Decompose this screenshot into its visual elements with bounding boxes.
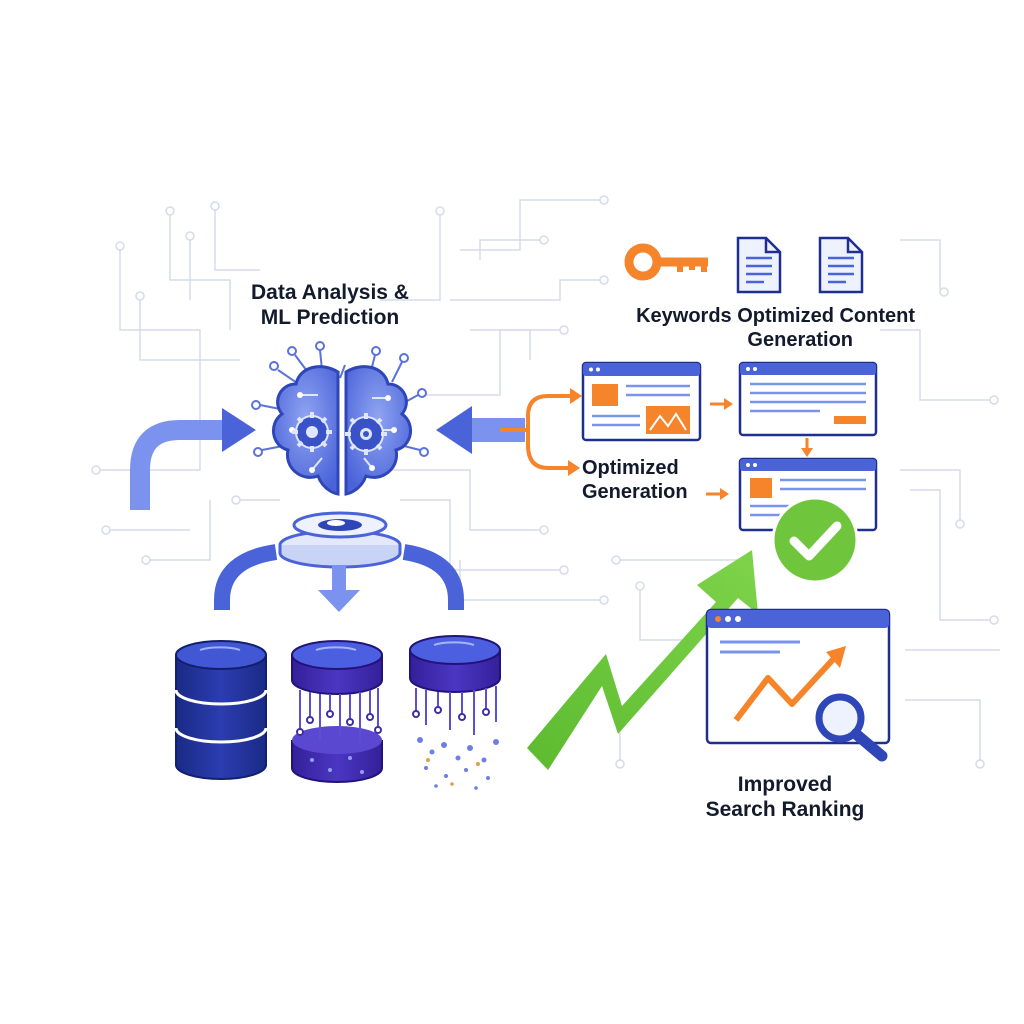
label-line: Data Analysis & bbox=[251, 281, 409, 304]
magnifier-icon bbox=[815, 693, 888, 762]
label-line: ML Prediction bbox=[260, 306, 400, 330]
document-icon bbox=[818, 236, 864, 294]
label-line: Keywords Optimized Content bbox=[636, 305, 915, 327]
browser-window-icon bbox=[581, 361, 702, 442]
check-circle-icon bbox=[771, 496, 859, 584]
input-arrow-right bbox=[436, 406, 525, 454]
orange-arrow bbox=[706, 488, 729, 500]
orange-arrow-head bbox=[568, 460, 580, 476]
image-icon bbox=[646, 406, 690, 434]
orange-branch-arrow bbox=[500, 394, 575, 470]
label-search-ranking: Improved Search Ranking bbox=[660, 772, 910, 822]
label-line: Search Ranking bbox=[705, 798, 865, 822]
output-arrows bbox=[214, 544, 464, 610]
label-optimized-generation: Optimized Generation bbox=[582, 456, 742, 504]
document-icon bbox=[736, 236, 782, 294]
trend-up-arrow-icon bbox=[527, 550, 758, 770]
browser-window-icon bbox=[738, 361, 878, 437]
key-icon bbox=[624, 243, 708, 281]
gear-icon bbox=[292, 412, 332, 452]
database-icon bbox=[291, 640, 383, 783]
orange-arrow bbox=[710, 398, 733, 410]
label-line: Optimized bbox=[582, 457, 679, 479]
orange-arrow-head bbox=[570, 388, 582, 404]
brain-icon bbox=[251, 341, 429, 496]
label-data-analysis: Data Analysis & ML Prediction bbox=[190, 280, 470, 330]
down-arrow bbox=[318, 565, 360, 612]
gear-icon bbox=[345, 413, 387, 455]
database-icon bbox=[174, 640, 268, 780]
processing-platform bbox=[278, 511, 402, 569]
label-line: Generation bbox=[582, 481, 688, 503]
database-icon bbox=[409, 635, 501, 790]
input-arrow-left bbox=[130, 408, 256, 510]
label-keywords-generation: Keywords Optimized Content Generation bbox=[570, 304, 915, 352]
orange-arrow bbox=[801, 438, 813, 457]
label-line: Improved bbox=[737, 773, 833, 796]
label-line: Generation bbox=[747, 329, 853, 351]
